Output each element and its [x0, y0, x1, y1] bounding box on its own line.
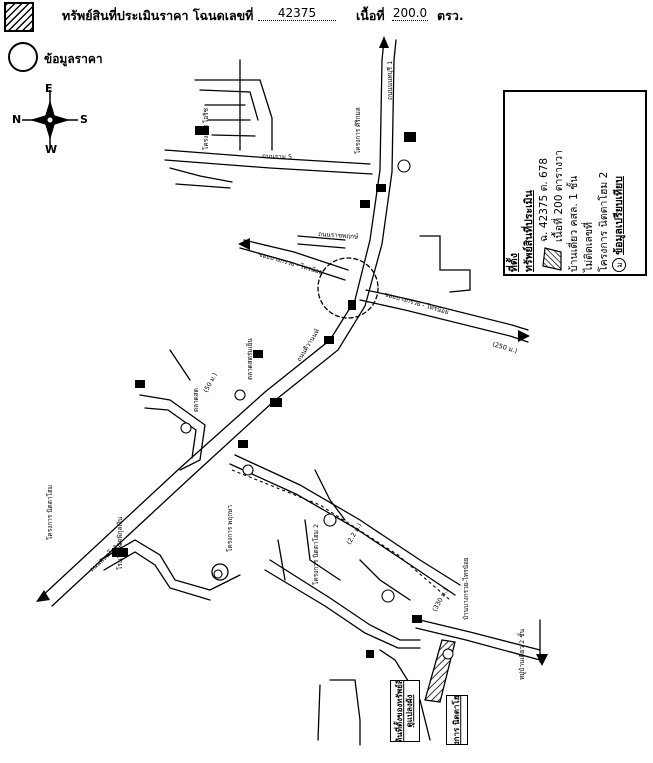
label-place-sap: โครงการ ศิริกมล: [354, 107, 362, 154]
legend-compare-label: ข้อมูลเปรียบเทียบ: [613, 176, 625, 255]
branch-road-e-b: [365, 289, 529, 331]
legend-content: ที่ตั้ง ทรัพย์สินที่ประเมิน ฉ. 42375 ต. …: [507, 94, 643, 272]
subject-property-hatch-symbol: [4, 2, 34, 32]
compass-south-label: W: [45, 143, 58, 156]
legend-subtitle: ทรัพย์สินที่ประเมิน: [523, 190, 535, 272]
subject-marker-icon: [442, 648, 454, 660]
main-road-edge-b: [51, 39, 397, 607]
arrow-north-icon: [379, 36, 389, 48]
legend-box: ที่ตั้ง ทรัพย์สินที่ประเมิน ฉ. 42375 ต. …: [503, 90, 647, 276]
legend-hatch-icon: [542, 247, 562, 271]
area-unit: ตรว.: [437, 8, 464, 23]
arrow-south-icon: [536, 654, 548, 666]
label-place-school: โรงเรียนวัดพิกุลเงิน: [116, 516, 124, 570]
label-distance-50: (50 ม.): [202, 371, 219, 394]
label-distance-250: (250 ม.): [491, 340, 518, 355]
arrow-sw-icon: [36, 590, 50, 602]
legend-area: เนื้อที่ 200 ตารางวา: [553, 150, 565, 242]
label-road-nonthaburi: ถนนนนทบุรี 1: [386, 61, 394, 100]
price-info-circle-symbol: [8, 42, 38, 72]
label-bang-kruay-sai-noi: บ้านบางกรวย-ไทรน้อย: [462, 557, 470, 620]
legend-deed: ฉ. 42375 ต. 678: [538, 157, 550, 242]
top-road-b: [164, 159, 373, 175]
compass-rose: E N S W: [12, 82, 92, 156]
arrow-west-icon: [238, 238, 250, 250]
label-place-temple: โครงการ นิตตาโฮม: [46, 485, 54, 540]
compass-north-label: E: [45, 82, 53, 95]
label-village: หมู่บ้านเดี่ยว 2 ชั้น: [517, 628, 526, 680]
price-info-label: ข้อมูลราคา: [44, 52, 103, 66]
compass-east-label: S: [80, 113, 88, 126]
legend-building: บ้านเดี่ยว คสล. 1 ชั้น: [568, 175, 580, 272]
label-place-rain: ตลาดสดร่มเย็น: [245, 338, 254, 380]
legend-compare-marker: ม: [612, 258, 626, 272]
label-road-ratchaphruek: ถนนราชพฤกษ์: [318, 230, 359, 241]
branch-road-w-a: [239, 247, 346, 281]
legend-project: โครงการ นิตตาโฮม 2: [598, 171, 610, 272]
arrow-east-icon: [518, 330, 530, 342]
label-place-market: ตลาดสด: [192, 388, 200, 412]
legend-title: ที่ตั้ง: [508, 253, 520, 272]
compass-icon: [22, 90, 78, 150]
area-label: เนื้อที่: [356, 8, 385, 23]
route-dashed-line: [231, 469, 451, 601]
deed-number: 42375: [258, 6, 336, 21]
asset-label: ทรัพย์สินที่ประเมินราคา โฉนดเลขที่: [62, 8, 254, 23]
label-place-condo: โครงการ พฤกษา: [226, 505, 234, 552]
area-value: 200.0: [392, 6, 428, 21]
legend-no-number: ไม่ติดเลขที่: [583, 222, 595, 272]
label-distance-330: (330 ม.): [431, 587, 450, 613]
label-place-kasem: โครงการ ไอริช: [202, 107, 210, 150]
note-parcel-line2: ดูแปลงผัง: [405, 694, 414, 728]
note-box-parcel: ที่ดินที่ตั้งของทรัพย์สิน ดูแปลงผัง: [390, 680, 420, 742]
note-project-label: โครงการ นิตตาโฮม 2: [452, 695, 462, 745]
note-box-project: โครงการ นิตตาโฮม 2: [446, 695, 468, 745]
compass-west-label: N: [12, 113, 22, 126]
note-parcel-line1: ที่ดินที่ตั้งของทรัพย์สิน: [395, 680, 404, 742]
label-soi-2-2: (2.2 ม.): [345, 522, 364, 546]
label-road-north-west: ซอยบางกรวย - ไทรน้อย: [257, 250, 323, 276]
label-road-rama5: ถนนราม 5: [262, 152, 292, 161]
top-road-a: [164, 149, 371, 165]
label-place-nita2: โครงการ นิตตาโฮม 2: [312, 524, 320, 585]
